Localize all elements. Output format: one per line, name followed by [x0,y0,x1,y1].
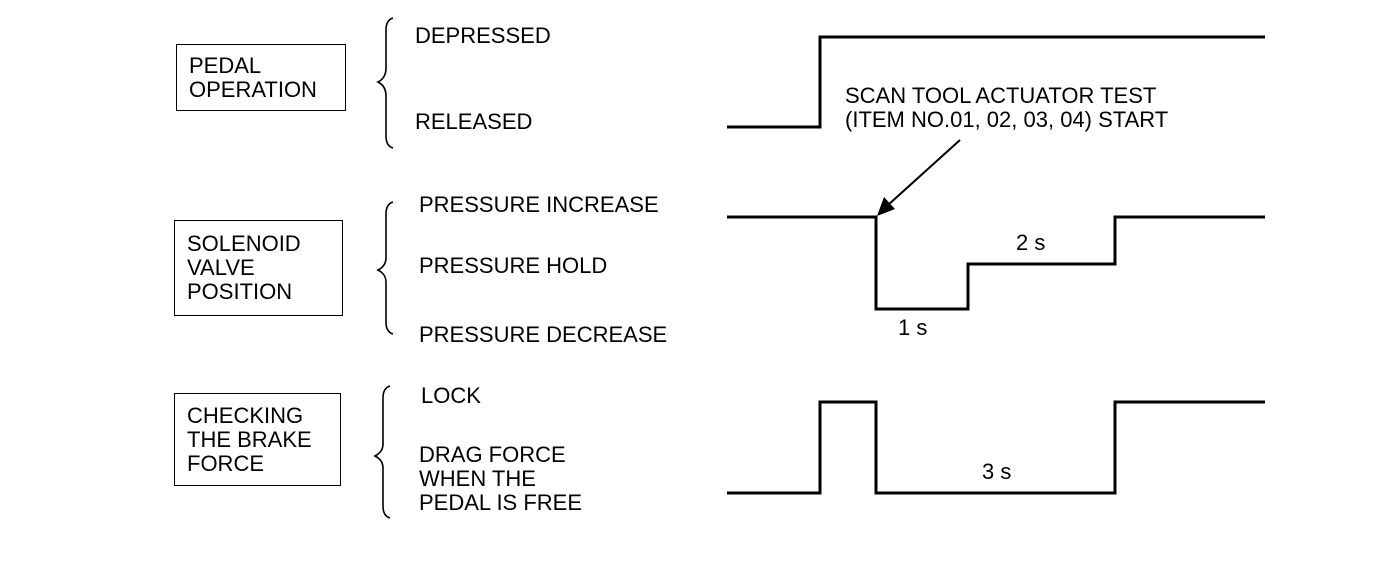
annotation-arrow-head [877,197,895,216]
state-pressure-hold: PRESSURE HOLD [419,253,608,278]
pedal-waveform [727,35,1265,129]
solenoid-box-line-3: POSITION [187,279,293,304]
brake-box-line-1: CHECKING [187,402,304,428]
solenoid-valve-box: SOLENOID VALVE POSITION [174,220,343,316]
state-depressed: DEPRESSED [415,23,551,48]
annotation-line-2: (ITEM NO.01, 02, 03, 04) START [845,107,1169,132]
annotation-line-1: SCAN TOOL ACTUATOR TEST [845,83,1157,108]
pedal-operation-box: PEDAL OPERATION [176,44,346,111]
brace-pedal [376,17,394,149]
state-pressure-decrease: PRESSURE DECREASE [419,322,668,347]
solenoid-box-line-1: SOLENOID [187,231,301,256]
state-pressure-increase: PRESSURE INCREASE [419,192,659,217]
brake-force-box: CHECKING THE BRAKE FORCE [174,393,341,486]
pedal-box-line-1: PEDAL [189,52,262,78]
duration-hold-label: 2 s [1016,230,1046,255]
brake-box-line-2: THE BRAKE [187,426,312,452]
state-drag-line-3: PEDAL IS FREE [419,490,583,515]
state-lock: LOCK [421,383,481,408]
state-released: RELEASED [415,109,533,134]
annotation-arrow-shaft [887,139,961,206]
solenoid-box-line-2: VALVE [187,255,255,280]
brace-brake [373,385,391,519]
brake-box-line-3: FORCE [187,450,264,476]
pedal-box-line-2: OPERATION [189,76,317,102]
duration-drag-label: 3 s [982,459,1012,484]
state-drag-line-2: WHEN THE [419,466,536,491]
brace-solenoid [376,201,394,335]
brake-force-waveform [727,400,1265,495]
solenoid-waveform [727,215,1265,311]
duration-decrease-label: 1 s [898,315,928,340]
state-drag-line-1: DRAG FORCE [419,442,566,467]
